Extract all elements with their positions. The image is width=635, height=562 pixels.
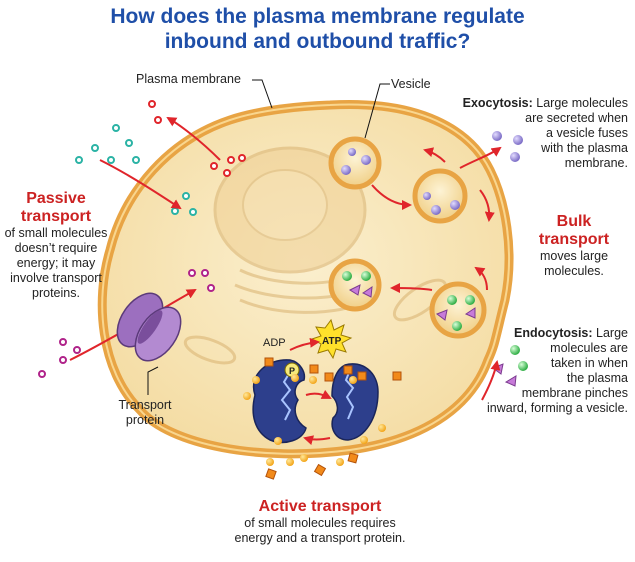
transport-protein-label: Transport protein bbox=[106, 398, 184, 428]
phosphate-label: P bbox=[289, 366, 295, 376]
active-heading: Active transport bbox=[258, 498, 382, 515]
endocytosis-arrows bbox=[390, 266, 501, 401]
transport-protein-label-2: protein bbox=[125, 413, 165, 427]
description-line: inward, forming a vesicle. bbox=[486, 401, 628, 415]
magenta-molecules bbox=[38, 269, 215, 378]
description-line: doesn’t require bbox=[14, 241, 98, 255]
description-line: membrane. bbox=[564, 156, 628, 170]
description-line: the plasma bbox=[566, 371, 628, 385]
exocytosis-arrows bbox=[371, 146, 502, 222]
adp-label: ADP bbox=[263, 337, 286, 349]
active-arrows bbox=[289, 337, 332, 446]
incoming-molecules bbox=[491, 345, 528, 387]
active-transport-block: Active transport of small molecules requ… bbox=[200, 498, 440, 546]
bulk-heading-1: Bulk bbox=[556, 213, 592, 230]
description-line: molecules are bbox=[550, 341, 628, 355]
leader-lines bbox=[147, 79, 390, 395]
description-line: taken in when bbox=[550, 356, 628, 370]
description-line: energy; it may bbox=[16, 256, 96, 270]
bulk-heading-2: transport bbox=[538, 231, 610, 248]
exocytosis-vesicles bbox=[328, 136, 468, 224]
description-line: membrane pinches bbox=[521, 386, 628, 400]
endocytosis-vesicles bbox=[328, 258, 487, 339]
red-molecules bbox=[148, 100, 246, 177]
description-line: involve transport bbox=[10, 271, 102, 285]
endocytosis-desc-first: Large bbox=[592, 326, 628, 340]
atp-label: ATP bbox=[322, 336, 342, 347]
passive-heading-2: transport bbox=[20, 208, 92, 225]
exocytosis-desc-first: Large molecules bbox=[532, 96, 628, 110]
description-line: a vesicle fuses bbox=[546, 126, 628, 140]
endocytosis-first-line: Endocytosis: Large bbox=[430, 326, 628, 341]
description-line: with the plasma bbox=[541, 141, 628, 155]
transport-protein-label-1: Transport bbox=[118, 398, 172, 412]
page-title: How does the plasma membrane regulate in… bbox=[0, 4, 635, 54]
orange-cubes bbox=[264, 357, 402, 480]
title-line-1: How does the plasma membrane regulate bbox=[110, 5, 525, 28]
exocytosis-term: Exocytosis: bbox=[462, 96, 533, 110]
description-line: proteins. bbox=[32, 286, 80, 300]
passive-transport-protein bbox=[116, 292, 182, 362]
passive-heading-1: Passive bbox=[26, 190, 86, 207]
description-line: molecules. bbox=[544, 264, 604, 278]
endocytosis-term: Endocytosis: bbox=[514, 326, 593, 340]
description-line: moves large bbox=[539, 249, 609, 263]
description-line: are secreted when bbox=[525, 111, 628, 125]
exocytosis-first-line: Exocytosis: Large molecules bbox=[438, 96, 628, 111]
description-line: of small molecules requires bbox=[244, 516, 396, 530]
description-line: energy and a transport protein. bbox=[234, 531, 406, 545]
plasma-membrane-label: Plasma membrane bbox=[136, 72, 241, 86]
vesicle-label: Vesicle bbox=[391, 77, 431, 91]
exocytosis-block: Exocytosis: Large molecules are secreted… bbox=[438, 96, 628, 171]
secreted-molecules bbox=[492, 131, 523, 162]
title-line-2: inbound and outbound traffic? bbox=[164, 30, 471, 53]
description-line: of small molecules bbox=[4, 226, 108, 240]
active-small-molecules bbox=[243, 374, 386, 466]
